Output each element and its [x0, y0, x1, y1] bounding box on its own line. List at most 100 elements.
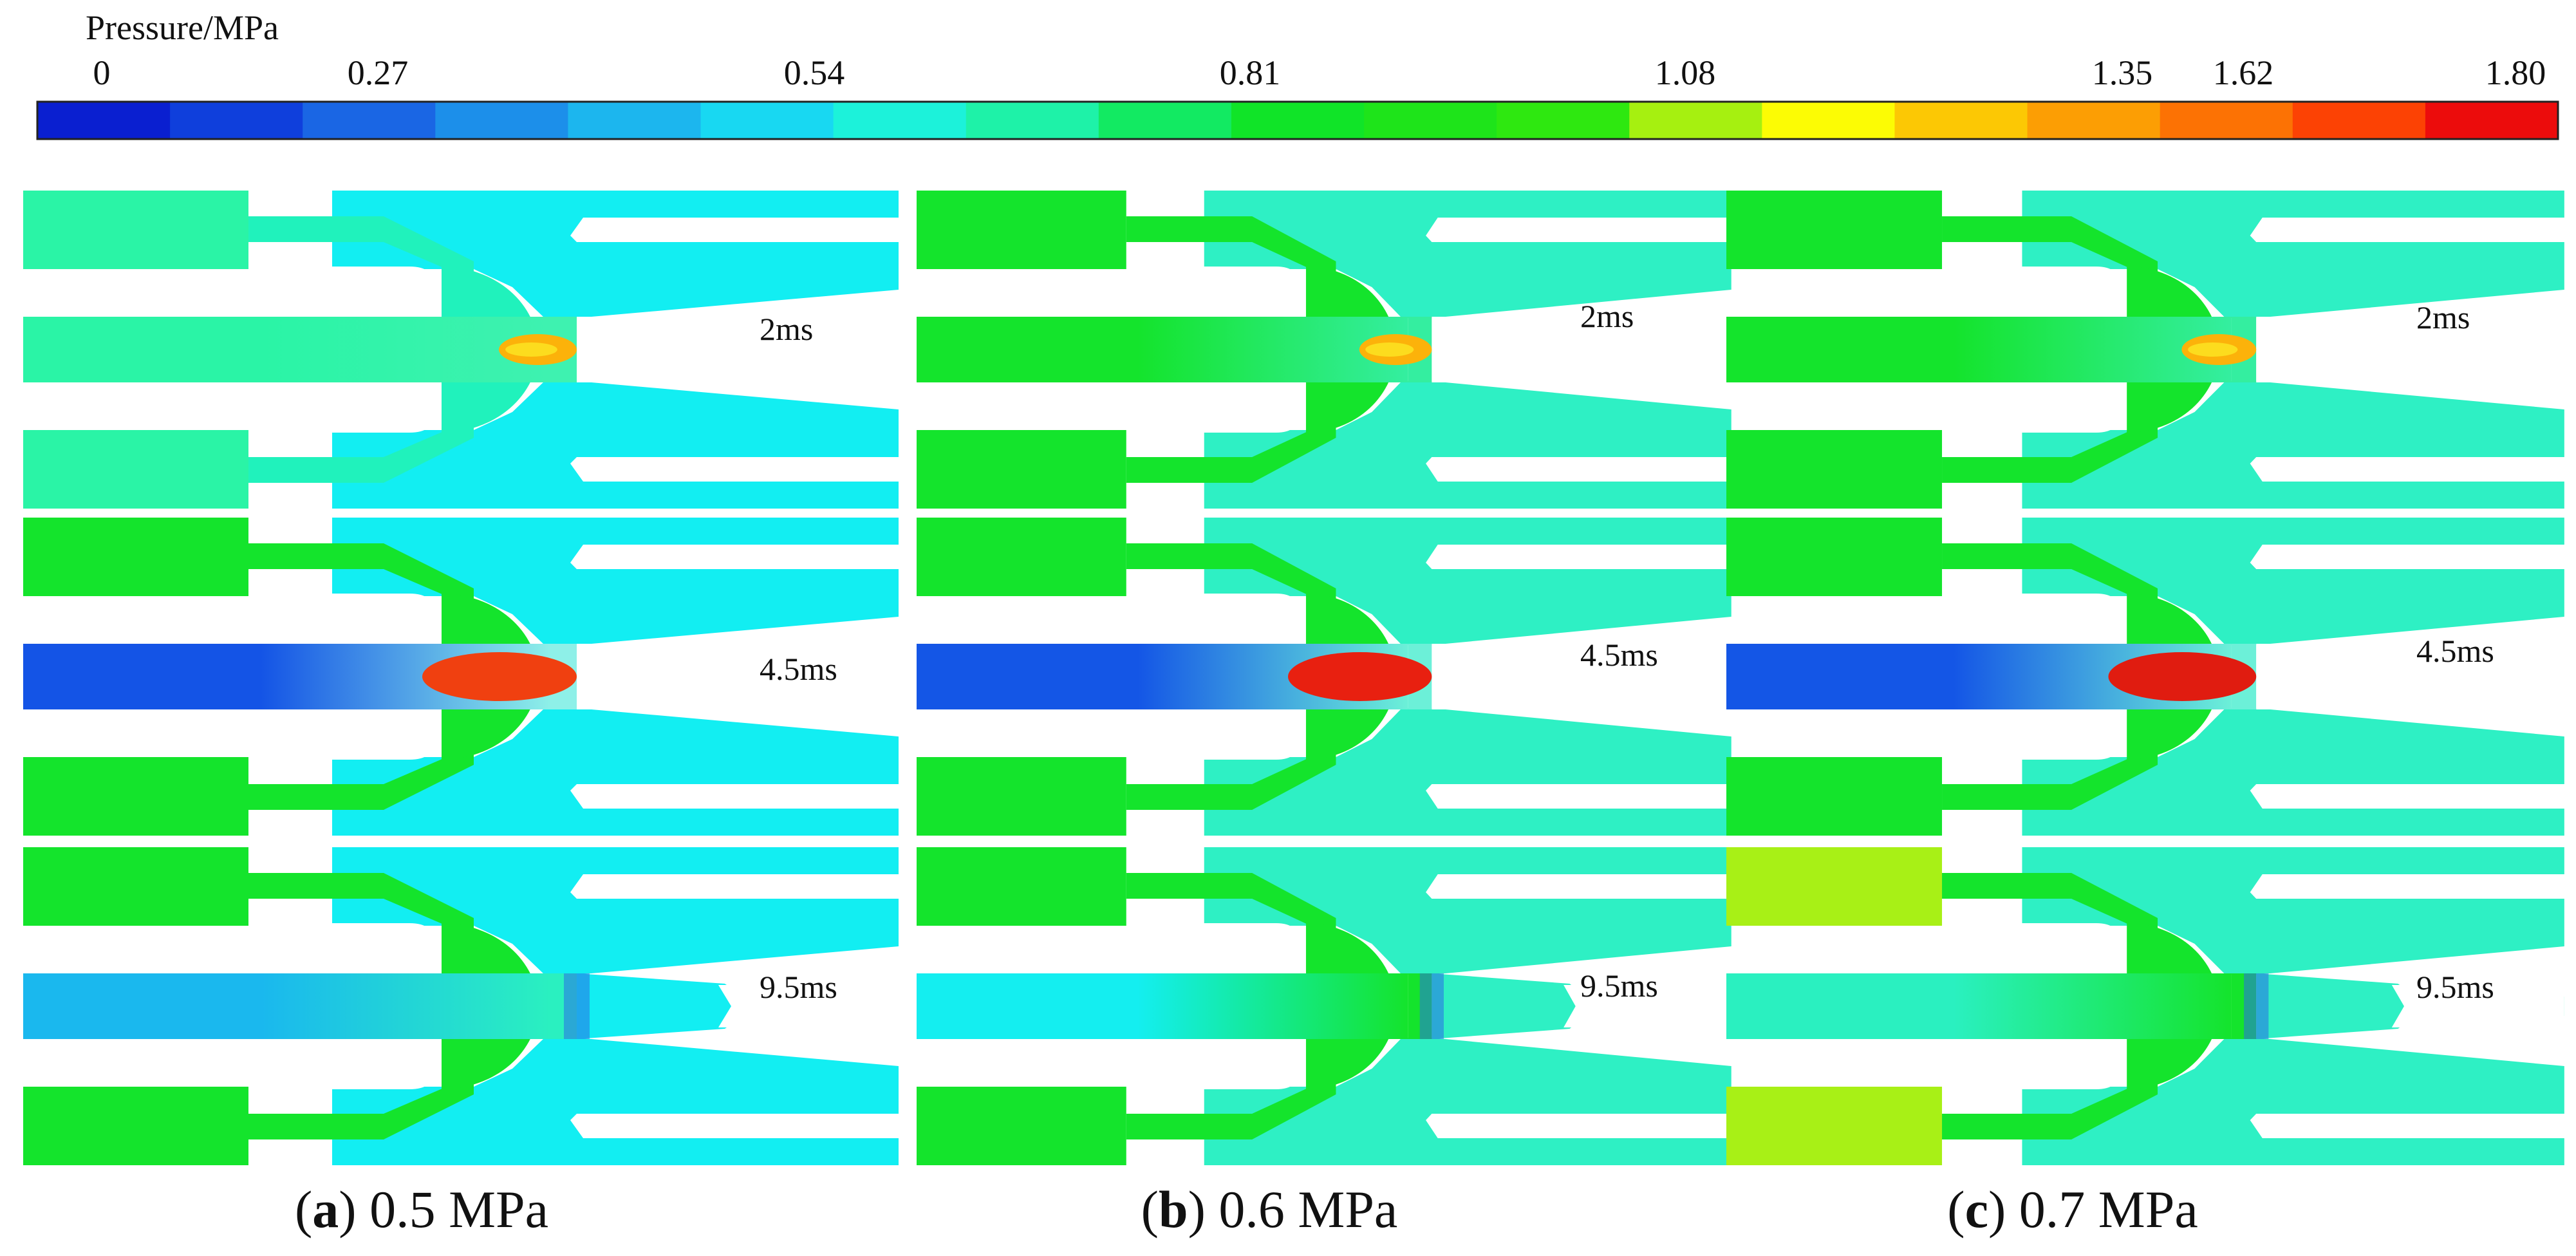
nozzle-hook-lower — [1180, 1049, 1280, 1065]
colorbar-segment — [966, 102, 1099, 139]
feed-tank-upper — [1726, 847, 1943, 926]
time-label: 2ms — [2416, 299, 2470, 335]
feed-tank-lower — [917, 757, 1126, 836]
nozzle-hook-lower — [306, 393, 413, 409]
caption-paren: ) — [1188, 1180, 1206, 1239]
diffuser-lower — [332, 381, 899, 509]
panel-a — [23, 191, 899, 1165]
diffuser-upper — [1204, 847, 1731, 975]
feed-tank-lower — [1726, 757, 1943, 836]
colorbar-segment — [1098, 102, 1232, 139]
nozzle-hook-lower — [281, 396, 435, 433]
inlet-passage-lower — [1942, 745, 2158, 810]
feed-tank-upper — [917, 518, 1126, 596]
low-pressure-zone — [1419, 973, 1444, 1039]
diffuser-lower — [1204, 708, 1731, 836]
inlet-passage-upper — [248, 873, 474, 937]
nozzle-hook-lower — [281, 1053, 435, 1089]
feed-tank-upper — [917, 191, 1126, 269]
nozzle-hook-upper — [281, 923, 435, 960]
feed-tank-upper — [23, 191, 248, 269]
nozzle-hook-upper — [281, 267, 435, 303]
nozzle-hook-lower — [1972, 1053, 2121, 1089]
discharge-gap — [2256, 317, 2564, 382]
nozzle-hook-lower — [1997, 1049, 2100, 1065]
caption-letter: c — [1965, 1180, 1988, 1239]
core-flow-channel — [23, 973, 551, 1039]
nozzle-hook-lower — [1972, 723, 2121, 760]
time-label: 4.5ms — [1580, 637, 1658, 673]
caption-pressure: 0.5 MPa — [356, 1180, 549, 1239]
colorbar-segment — [1894, 102, 2028, 139]
feed-tank-lower — [917, 1087, 1126, 1165]
caption-letter: b — [1158, 1180, 1188, 1239]
colorbar-tick-label: 0 — [93, 53, 111, 92]
nozzle-hook-upper — [1972, 267, 2121, 303]
jet-core-highlight — [1365, 342, 1414, 357]
feed-tank-upper — [23, 847, 248, 926]
diffuser-lower — [1204, 381, 1731, 509]
diffuser-lower — [332, 708, 899, 836]
nozzle-hook-upper — [1997, 290, 2100, 306]
discharge-gap — [577, 644, 899, 709]
core-flow-channel — [23, 317, 551, 382]
time-label: 2ms — [760, 311, 814, 347]
colorbar-segment — [1231, 102, 1365, 139]
panel-caption: (c) 0.7 MPa — [1947, 1179, 2198, 1240]
inlet-passage-upper — [1126, 873, 1336, 937]
contour-row-c-1 — [1726, 518, 2564, 836]
inlet-passage-lower — [248, 418, 474, 483]
colorbar-segment — [303, 102, 436, 139]
caption-letter: a — [312, 1180, 339, 1239]
nozzle-hook-upper — [1997, 617, 2100, 633]
time-label: 2ms — [1580, 298, 1634, 334]
colorbar-segment — [833, 102, 967, 139]
colorbar-segment — [1364, 102, 1497, 139]
caption-paren: ( — [294, 1180, 313, 1239]
colorbar-segment — [37, 102, 171, 139]
low-pressure-zone — [564, 973, 590, 1039]
contour-row-c-2 — [1726, 847, 2564, 1165]
feed-tank-lower — [917, 430, 1126, 509]
colorbar-tick-label: 1.08 — [1654, 53, 1716, 92]
nozzle-hook-lower — [1997, 720, 2100, 736]
colorbar-tick-label: 0.54 — [783, 53, 845, 92]
nozzle-hook-upper — [1997, 947, 2100, 963]
jet-high-pressure-core — [2108, 652, 2257, 701]
discharge-gap — [2256, 644, 2564, 709]
diffuser-upper — [332, 191, 899, 318]
nozzle-hook-lower — [281, 723, 435, 760]
diffuser-lower — [2022, 708, 2564, 836]
discharge-gap — [1432, 644, 1731, 709]
diffuser-upper — [2022, 518, 2564, 645]
discharge-gap — [577, 317, 899, 382]
low-pressure-zone — [2244, 973, 2269, 1039]
colorbar-segment — [2425, 102, 2559, 139]
time-label: 9.5ms — [2416, 969, 2494, 1005]
contour-row-c-0 — [1726, 191, 2564, 509]
jet-high-pressure-core — [422, 652, 577, 701]
nozzle-hook-upper — [306, 617, 413, 633]
inlet-passage-lower — [1126, 418, 1336, 483]
contour-row-b-2 — [917, 847, 1731, 1165]
colorbar-segment — [435, 102, 569, 139]
nozzle-hook-lower — [1156, 396, 1300, 433]
contour-row-b-1 — [917, 518, 1731, 836]
core-flow-channel — [917, 317, 1408, 382]
panel-b — [917, 191, 1731, 1165]
time-label: 9.5ms — [1580, 968, 1658, 1004]
nozzle-hook-upper — [1972, 923, 2121, 960]
nozzle-hook-lower — [1156, 1053, 1300, 1089]
jet-high-pressure-core — [1288, 652, 1432, 701]
contour-row-a-0 — [23, 191, 899, 509]
caption-paren: ) — [339, 1180, 357, 1239]
feed-tank-upper — [1726, 518, 1943, 596]
nozzle-hook-lower — [1997, 393, 2100, 409]
inlet-passage-lower — [1942, 1075, 2158, 1139]
nozzle-hook-lower — [1180, 393, 1280, 409]
feed-tank-lower — [23, 1087, 248, 1165]
diffuser-lower — [2022, 1038, 2564, 1165]
colorbar-segment — [1497, 102, 1630, 139]
nozzle-hook-upper — [1156, 594, 1300, 630]
